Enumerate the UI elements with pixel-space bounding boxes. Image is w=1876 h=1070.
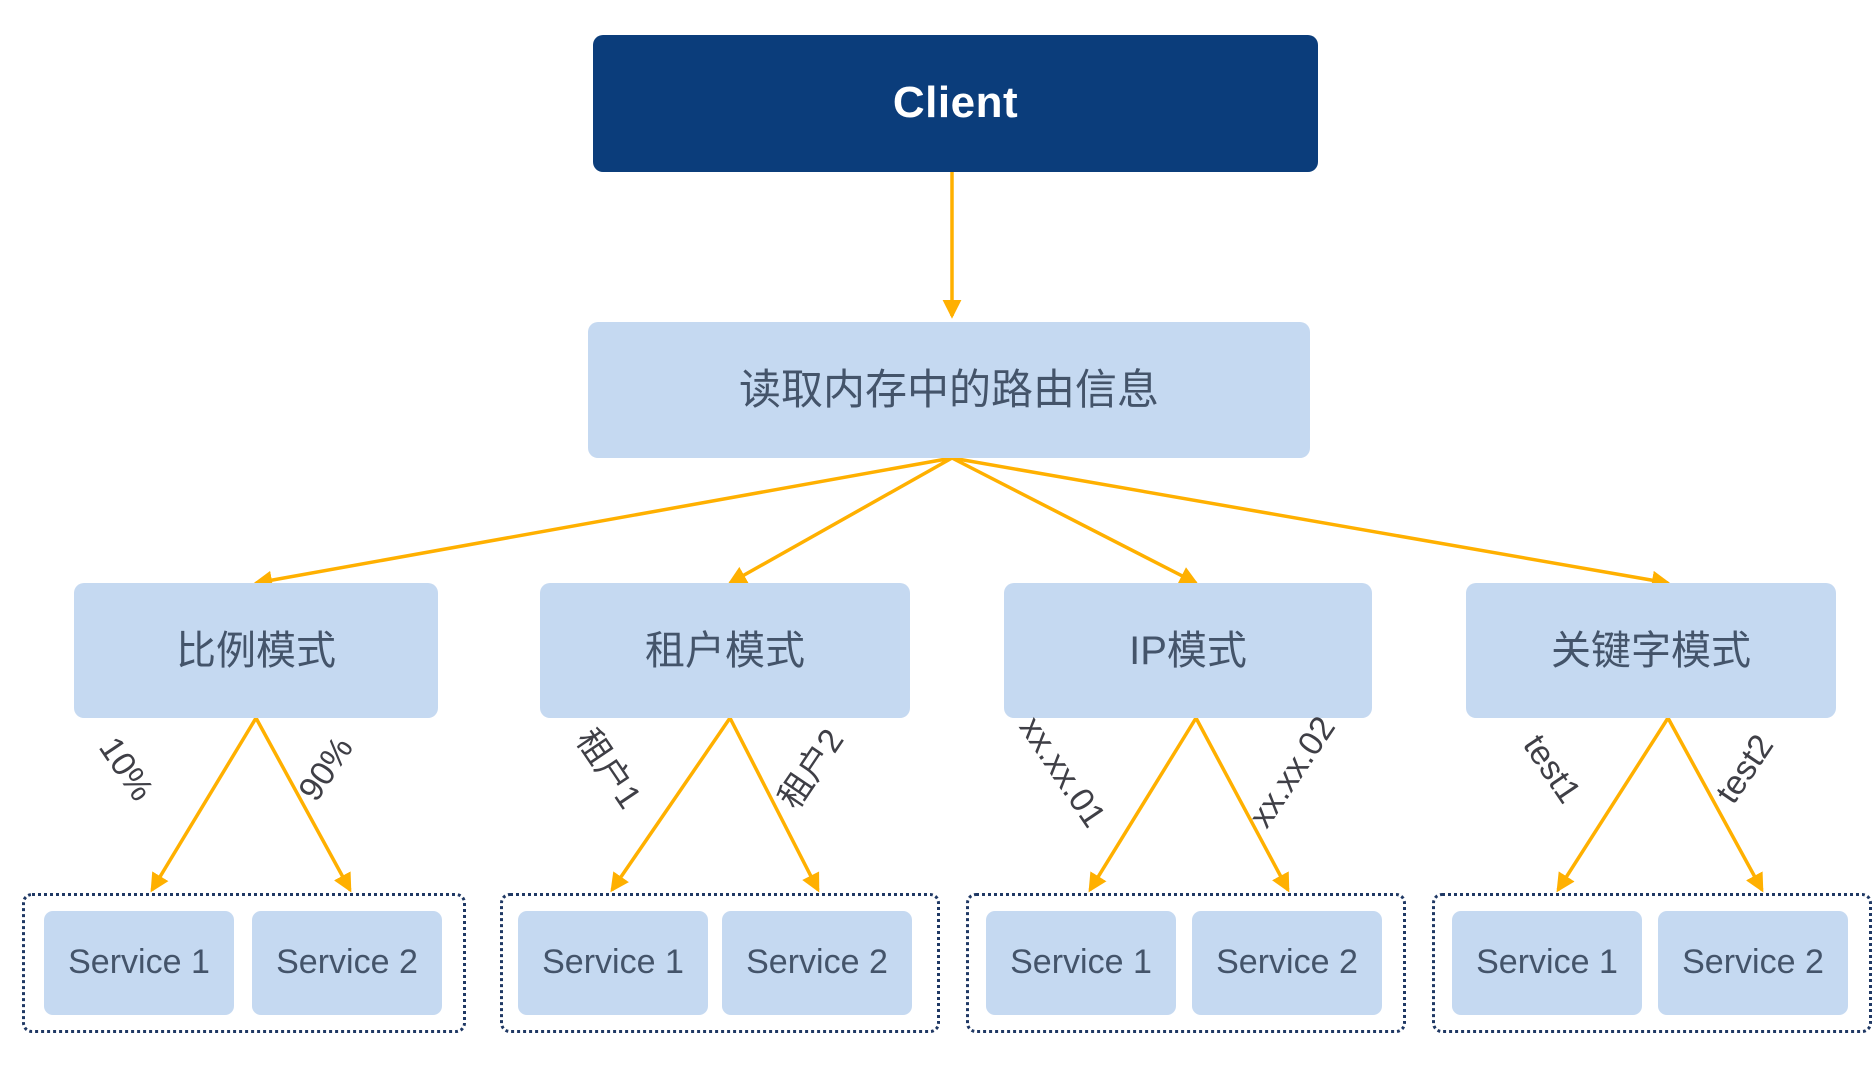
service-node-2-1-label: Service 1 [542, 943, 684, 982]
service-node-3-1-label: Service 1 [1010, 943, 1152, 982]
service-node-1-2[interactable]: Service 2 [252, 911, 442, 1015]
client-node-label: Client [892, 78, 1019, 128]
mode-node-3-label: IP模式 [1129, 628, 1247, 673]
edge-mode-4-to-service-1 [1556, 717, 1670, 893]
mode-node-2-label: 租户模式 [645, 628, 805, 673]
edge-router-to-mode-4 [951, 456, 1671, 590]
mode-node-1[interactable]: 比例模式 [74, 583, 438, 718]
edge-mode-1-to-service-1 [150, 717, 258, 893]
edge-label-mode-2-left: 租户1 [568, 722, 649, 816]
service-node-2-2-label: Service 2 [746, 943, 888, 982]
edge-label-mode-1-right: 90% [291, 730, 361, 808]
service-group-3 [966, 893, 1406, 1033]
router-node-label: 读取内存中的路由信息 [738, 365, 1159, 413]
edge-router-to-mode-3 [951, 456, 1199, 585]
service-group-2 [500, 893, 940, 1033]
service-group-4 [1432, 893, 1872, 1033]
service-node-4-2[interactable]: Service 2 [1658, 911, 1848, 1015]
service-group-1 [22, 893, 466, 1033]
edge-label-mode-4-right: test2 [1708, 727, 1782, 811]
service-node-1-1-label: Service 1 [68, 943, 210, 982]
edge-label-mode-2-right: 租户2 [771, 722, 852, 816]
mode-node-2[interactable]: 租户模式 [540, 583, 910, 718]
edge-router-to-mode-1 [253, 456, 953, 590]
service-node-4-1[interactable]: Service 1 [1452, 911, 1642, 1015]
service-node-4-1-label: Service 1 [1476, 943, 1618, 982]
service-node-1-1[interactable]: Service 1 [44, 911, 234, 1015]
edge-label-mode-1-left: 10% [91, 730, 161, 808]
edge-router-to-mode-2 [727, 456, 953, 585]
service-node-1-2-label: Service 2 [276, 943, 418, 982]
mode-node-4[interactable]: 关键字模式 [1466, 583, 1836, 718]
client-node[interactable]: Client [593, 35, 1318, 172]
service-node-2-2[interactable]: Service 2 [722, 911, 912, 1015]
mode-node-3[interactable]: IP模式 [1004, 583, 1372, 718]
service-node-3-2-label: Service 2 [1216, 943, 1358, 982]
edge-label-mode-3-left: xx.xx.01 [1011, 709, 1113, 835]
service-node-3-1[interactable]: Service 1 [986, 911, 1176, 1015]
service-node-3-2[interactable]: Service 2 [1192, 911, 1382, 1015]
service-node-4-2-label: Service 2 [1682, 943, 1824, 982]
edge-label-mode-3-right: xx.xx.02 [1241, 709, 1343, 835]
service-node-2-1[interactable]: Service 1 [518, 911, 708, 1015]
router-node[interactable]: 读取内存中的路由信息 [588, 322, 1310, 458]
edge-label-mode-4-left: test1 [1515, 727, 1589, 811]
mode-node-4-label: 关键字模式 [1551, 628, 1751, 673]
mode-node-1-label: 比例模式 [176, 628, 336, 673]
